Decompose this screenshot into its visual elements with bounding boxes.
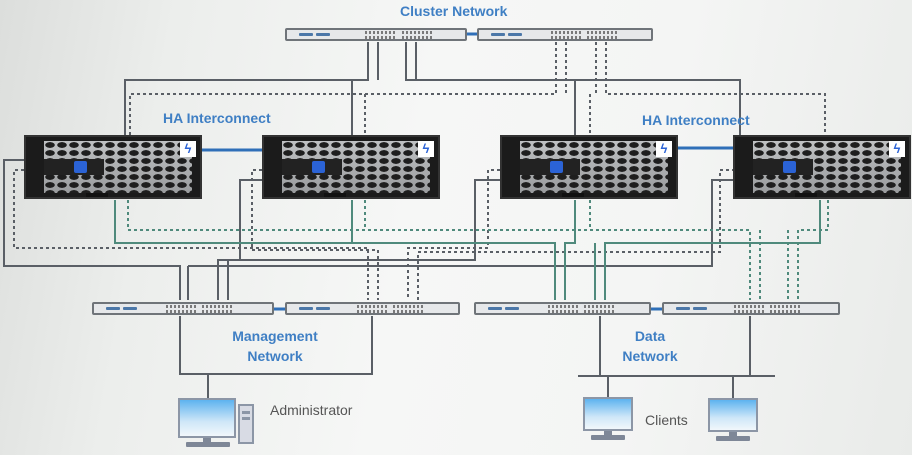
mgmt-wire — [217, 179, 262, 300]
netapp-logo — [312, 161, 325, 173]
cluster-wire-dashed — [129, 42, 557, 140]
cluster-network-label: Cluster Network — [400, 3, 508, 19]
data-wire-dashed — [127, 200, 751, 300]
bolt-icon: ϟ — [656, 141, 672, 157]
mgmt-wire-dashed — [407, 169, 500, 300]
management-label-line2: Network — [247, 348, 303, 364]
cluster-switch-a — [285, 28, 467, 41]
data-label-line2: Network — [622, 348, 678, 364]
cluster-wire — [405, 42, 741, 140]
mgmt-switch-b — [285, 302, 460, 315]
ha-interconnect-label-left: HA Interconnect — [163, 110, 271, 126]
clients-label: Clients — [645, 412, 688, 428]
mgmt-wire-dashed — [13, 169, 369, 300]
mgmt-wire-dashed — [417, 169, 735, 300]
data-wire — [564, 200, 576, 300]
data-network-label: Data Network — [610, 326, 690, 366]
storage-controller-4: ϟ — [733, 135, 911, 199]
ha-interconnect-label-right: HA Interconnect — [642, 112, 750, 128]
mgmt-wire — [188, 179, 735, 267]
data-wire-dashed — [797, 200, 829, 300]
netapp-logo — [783, 161, 796, 173]
cluster-switch-b — [477, 28, 653, 41]
storage-controller-1: ϟ — [24, 135, 202, 199]
data-label-line1: Data — [634, 328, 666, 344]
netapp-logo — [550, 161, 563, 173]
bolt-icon: ϟ — [889, 141, 905, 157]
management-label-line1: Management — [232, 328, 318, 344]
mgmt-bus — [179, 316, 373, 375]
storage-controller-3: ϟ — [500, 135, 678, 199]
management-network-label: Management Network — [215, 326, 335, 366]
data-switch-b — [662, 302, 840, 315]
cluster-wire-dashed — [605, 42, 826, 140]
storage-controller-2: ϟ — [262, 135, 440, 199]
bolt-icon: ϟ — [180, 141, 196, 157]
administrator-label: Administrator — [270, 402, 353, 418]
data-wire — [604, 200, 821, 300]
netapp-logo — [74, 161, 87, 173]
cluster-wire — [124, 42, 369, 140]
data-wire — [114, 200, 556, 300]
bolt-icon: ϟ — [418, 141, 434, 157]
mgmt-wire — [3, 159, 181, 300]
mgmt-wire — [240, 179, 500, 261]
mgmt-switch-a — [92, 302, 274, 315]
data-switch-a — [474, 302, 651, 315]
mgmt-wire-dashed — [251, 169, 379, 300]
